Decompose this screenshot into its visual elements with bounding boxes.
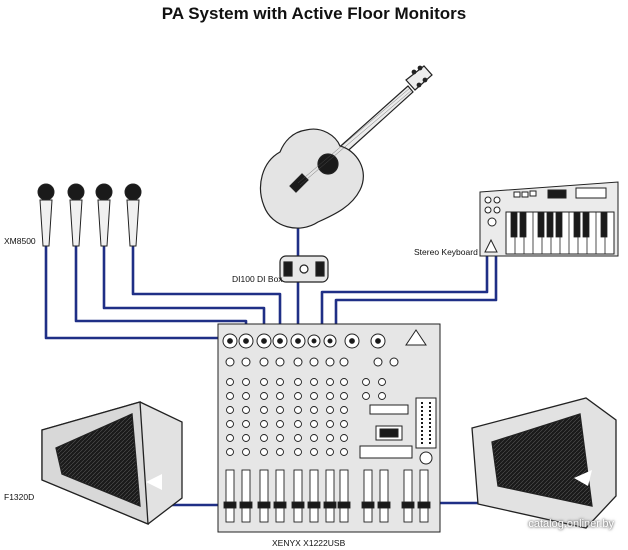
diagram-title: PA System with Active Floor Monitors [161,4,467,23]
watermark: catalog.onliner.by [528,518,614,530]
di-box-icon [279,255,329,283]
keyboard-cable-right [320,256,489,341]
acoustic-guitar-icon [259,65,433,229]
di-box-label: DI100 DI Box [232,274,283,284]
stereo-keyboard-icon [479,181,619,257]
mixer-knobs [226,378,386,456]
microphone-icon [67,183,85,247]
microphone-icon [37,183,55,247]
monitor-label: F1320D [4,492,35,502]
microphones [37,183,142,247]
keyboard-keys [510,211,608,254]
mixer-jack-row [225,357,399,367]
microphone-icon [124,183,142,247]
left-monitor-icon [41,401,183,526]
right-monitor-icon [471,397,617,529]
keyboard-label: Stereo Keyboard [414,247,478,257]
mic-cable-4 [131,246,282,341]
microphones-label: XM8500 [4,236,36,246]
mixer-label: XENYX X1222USB [272,538,346,548]
mixer-faders [223,469,431,523]
mixer-icon [217,323,441,533]
microphone-icon [95,183,113,247]
keyboard-cable-left [334,256,498,341]
mixer-input-row [222,333,386,349]
